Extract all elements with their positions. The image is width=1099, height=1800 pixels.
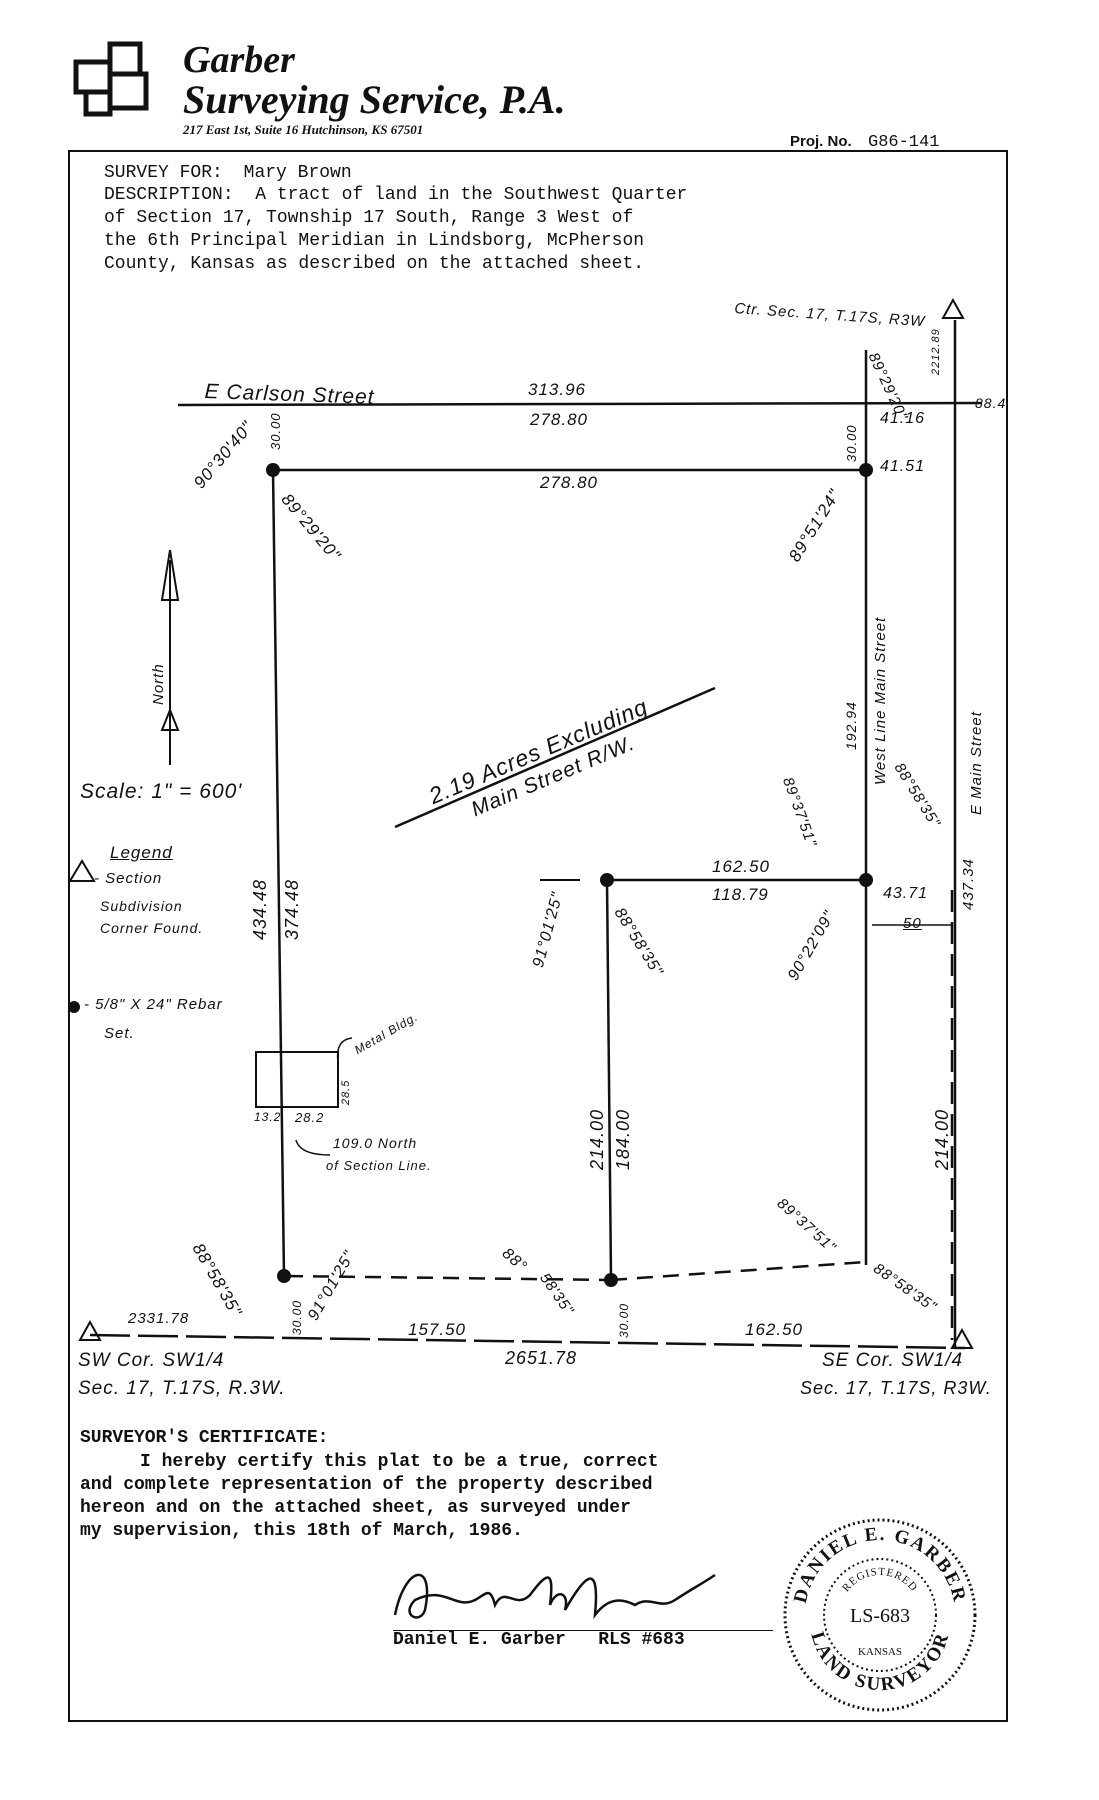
bldg-note-line1: 109.0 North <box>333 1135 418 1151</box>
company-name-line1: Garber <box>183 39 295 81</box>
svg-text:DANIEL E. GARBER: DANIEL E. GARBER <box>790 1524 970 1606</box>
survey-for-row: SURVEY FOR: Mary Brown <box>104 163 352 183</box>
dist-30-00-d: 30.00 <box>617 1302 631 1338</box>
dist-192-94: 192.94 <box>843 701 859 750</box>
dist-2651-78: 2651.78 <box>505 1348 578 1368</box>
sw-corner-label-1: SW Cor. SW1/4 <box>78 1350 225 1371</box>
rebar-dot-mid-e <box>859 873 873 887</box>
dist-278-80-inner: 278.80 <box>540 473 598 492</box>
dist-157-50: 157.50 <box>408 1320 466 1339</box>
metal-building <box>255 1051 339 1108</box>
rebar-dot-mid-w <box>600 873 614 887</box>
dist-437-34: 437.34 <box>960 858 977 910</box>
rebar-dot-ne <box>859 463 873 477</box>
south-section-line <box>89 1333 966 1350</box>
legend-rebar-dot-icon <box>68 1001 80 1013</box>
rebar-dot-sw <box>277 1269 291 1283</box>
svg-text:LAND SURVEYOR: LAND SURVEYOR <box>806 1629 953 1695</box>
dist-184-00: 184.00 <box>613 1108 633 1170</box>
bldg-dim-13-2: 13.2 <box>254 1110 282 1124</box>
e-main-street-label: E Main Street <box>968 711 985 815</box>
dist-214-00-right: 214.00 <box>932 1108 952 1170</box>
description-line-2: of Section 17, Township 17 South, Range … <box>104 208 634 228</box>
dist-30-00-c: 30.00 <box>290 1299 304 1335</box>
svg-text:REGISTERED: REGISTERED <box>840 1566 920 1594</box>
surveyor-seal: DANIEL E. GARBER LAND SURVEYOR REGISTERE… <box>783 1518 977 1712</box>
dist-43-71: 43.71 <box>883 885 929 902</box>
dist-2331-78: 2331.78 <box>128 1310 190 1327</box>
bldg-dim-28-2: 28.2 <box>295 1110 325 1125</box>
dist-434-48: 434.48 <box>250 878 270 940</box>
dist-162-50-bottom: 162.50 <box>745 1320 803 1339</box>
signature-line <box>393 1630 773 1631</box>
dist-118-79: 118.79 <box>712 885 769 904</box>
scale-label: Scale: 1" = 600' <box>80 780 243 803</box>
se-corner-label-1: SE Cor. SW1/4 <box>822 1350 964 1371</box>
rebar-dot-nw <box>266 463 280 477</box>
west-line-main-street-label: West Line Main Street <box>872 616 889 785</box>
ctr-section-triangle-icon <box>941 297 965 319</box>
signer-name: Daniel E. Garber RLS #683 <box>393 1630 685 1650</box>
rebar-dot-s <box>604 1273 618 1287</box>
bldg-note-line2: of Section Line. <box>326 1158 432 1173</box>
dist-41-16: 41.16 <box>880 410 926 427</box>
legend-title: Legend <box>110 843 173 862</box>
north-label: North <box>150 663 167 705</box>
seal-registered-text: REGISTERED <box>840 1566 919 1594</box>
certificate-line-2: and complete representation of the prope… <box>80 1475 653 1495</box>
dist-30-00-b: 30.00 <box>844 424 859 462</box>
legend-triangle-text-2: Subdivision <box>100 898 183 914</box>
dist-278-80-top: 278.80 <box>530 410 588 429</box>
legend-triangle-text: - Section <box>94 870 163 887</box>
north-arrow-icon <box>160 549 180 601</box>
legend-rebar-text-2: Set. <box>104 1025 135 1042</box>
sw-corner-triangle-icon <box>78 1319 102 1341</box>
company-logo <box>73 41 149 117</box>
description-line-1: DESCRIPTION: A tract of land in the Sout… <box>104 185 688 205</box>
acres-underline <box>394 686 716 829</box>
surveyor-signature <box>393 1573 716 1620</box>
dist-162-50-mid: 162.50 <box>712 857 770 876</box>
certificate-title: SURVEYOR'S CERTIFICATE: <box>80 1428 329 1448</box>
survey-for-name: Mary Brown <box>243 163 352 183</box>
carlson-street-line <box>177 401 983 407</box>
document-frame <box>68 150 1008 1722</box>
sw-corner-label-2: Sec. 17, T.17S, R.3W. <box>78 1378 286 1399</box>
legend-triangle-text-3: Corner Found. <box>100 920 204 936</box>
legend-triangle-icon <box>68 859 96 882</box>
dist-88-4: 88.4 <box>975 395 1007 411</box>
west-boundary-line <box>271 469 286 1277</box>
dist-50: 50 <box>903 915 922 932</box>
bldg-dim-28-5: 28.5 <box>340 1079 352 1105</box>
south-tract-line-east <box>610 1260 867 1282</box>
company-name-line2: Surveying Service, P.A. <box>183 77 566 122</box>
project-number-label: Proj. No. <box>790 133 852 150</box>
description-line-3: the 6th Principal Meridian in Lindsborg,… <box>104 231 645 251</box>
certificate-line-1: I hereby certify this plat to be a true,… <box>140 1452 659 1472</box>
certificate-line-4: my supervision, this 18th of March, 1986… <box>80 1521 523 1541</box>
description-line-4: County, Kansas as described on the attac… <box>104 254 645 274</box>
interior-west-line <box>605 879 613 1279</box>
survey-for-label: SURVEY FOR: <box>104 163 223 183</box>
dist-374-48: 374.48 <box>282 878 302 940</box>
certificate-line-3: hereon and on the attached sheet, as sur… <box>80 1498 631 1518</box>
project-number: G86-141 <box>868 133 940 152</box>
dist-2212-89: 2212.89 <box>930 328 942 375</box>
dist-30-00-a: 30.00 <box>268 412 283 450</box>
seal-bottom-text: LAND SURVEYOR <box>806 1629 951 1695</box>
seal-number: LS-683 <box>850 1605 910 1627</box>
dist-313-96: 313.96 <box>528 380 586 399</box>
dist-214-00-mid: 214.00 <box>587 1108 607 1170</box>
south-tract-line <box>286 1274 612 1282</box>
seal-state: KANSAS <box>858 1646 902 1658</box>
legend-rebar-text: - 5/8" X 24" Rebar <box>84 996 223 1013</box>
se-corner-label-2: Sec. 17, T.17S, R3W. <box>800 1378 992 1398</box>
company-address: 217 East 1st, Suite 16 Hutchinson, KS 67… <box>183 122 424 137</box>
se-corner-triangle-icon <box>950 1327 974 1349</box>
dist-41-51: 41.51 <box>880 458 926 475</box>
seal-outer-text: DANIEL E. GARBER <box>790 1524 968 1606</box>
